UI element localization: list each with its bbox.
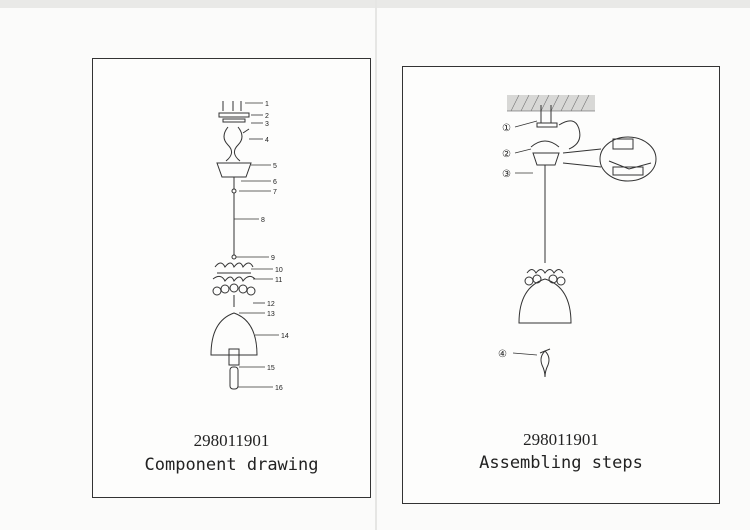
callout-5: 5 <box>273 163 277 170</box>
decor-crown <box>526 269 564 274</box>
decor-ring <box>212 283 256 296</box>
step-2-marker: ② <box>502 149 511 160</box>
step-4-marker: ④ <box>498 349 507 360</box>
callout-1: 1 <box>265 101 269 108</box>
bulb <box>229 366 239 390</box>
model-number: 298011901 <box>523 430 599 449</box>
callout-10: 10 <box>275 267 283 274</box>
callout-15: 15 <box>267 365 275 372</box>
step-3-marker: ③ <box>502 169 511 180</box>
callout-3: 3 <box>265 121 269 128</box>
canopy <box>532 152 560 166</box>
canopy <box>216 162 252 178</box>
callout-4: 4 <box>265 137 269 144</box>
panel-title: Assembling steps <box>479 453 643 473</box>
callout-2: 2 <box>265 113 269 120</box>
assembly-diagram: ① ② ③ ④ <box>498 94 657 378</box>
decor-ring <box>524 274 566 286</box>
terminal-block <box>562 136 657 182</box>
model-number: 298011901 <box>193 431 270 450</box>
callout-9: 9 <box>271 255 275 262</box>
pendant-exploded-diagram: 1 2 3 4 5 6 7 8 9 10 11 12 13 14 15 16 <box>210 101 289 392</box>
component-drawing-panel: 1 2 3 4 5 6 7 8 9 10 11 12 13 14 15 16 2… <box>92 58 371 498</box>
mounting-plate <box>218 112 250 118</box>
page-fold <box>375 0 377 530</box>
callout-6: 6 <box>273 179 277 186</box>
wire-end <box>242 128 250 134</box>
glass-shade <box>210 312 258 356</box>
panel-title: Component drawing <box>144 455 319 475</box>
glass-shade <box>518 278 572 324</box>
callout-12: 12 <box>267 301 275 308</box>
wires <box>223 126 243 162</box>
step-1-marker: ① <box>502 123 511 134</box>
decor-crown <box>214 262 254 269</box>
callout-7: 7 <box>273 189 277 196</box>
callout-16: 16 <box>275 385 283 392</box>
callout-11: 11 <box>275 277 282 284</box>
callout-8: 8 <box>261 217 265 224</box>
crossbar <box>222 118 246 123</box>
bulb <box>540 350 550 378</box>
socket <box>228 348 240 366</box>
wire <box>558 120 581 150</box>
callout-14: 14 <box>281 333 289 340</box>
callout-13: 13 <box>267 311 275 318</box>
assembling-steps-panel: ① ② ③ ④ 298011901 Assembling steps <box>402 66 720 504</box>
